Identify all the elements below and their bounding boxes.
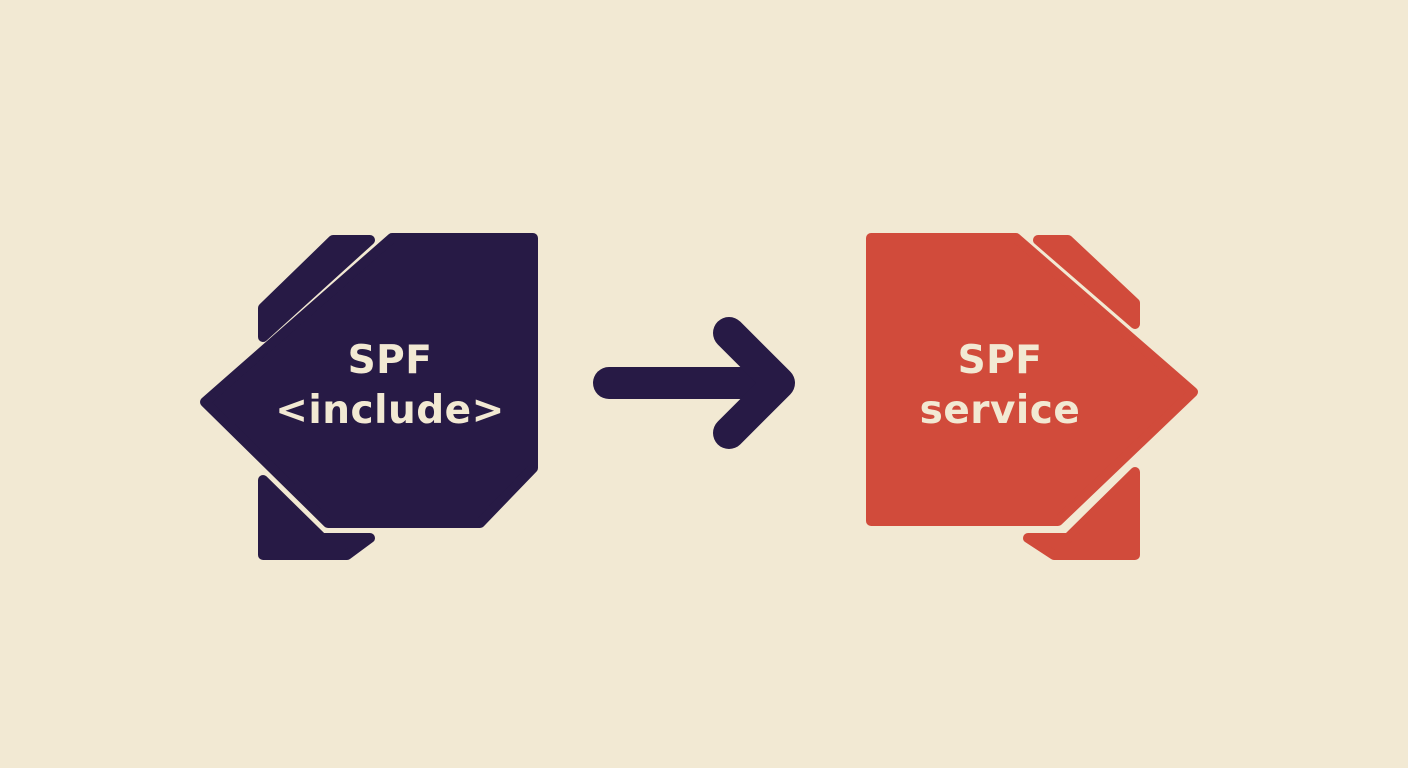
- left-node-back-tab-bottom: [258, 475, 375, 560]
- right-node-subtitle: service: [919, 388, 1081, 433]
- right-node-label: SPF service: [880, 336, 1120, 436]
- left-node-title: SPF: [347, 338, 433, 383]
- arrow-right-icon: [593, 317, 795, 449]
- right-node-title: SPF: [957, 338, 1043, 383]
- right-node-body: [866, 233, 1198, 526]
- left-node-shape: [200, 233, 538, 560]
- right-node-back-tab-top: [1033, 235, 1140, 329]
- left-node-subtitle: <include>: [275, 388, 505, 433]
- right-node-back-tab-bottom: [1023, 467, 1140, 560]
- left-node-label: SPF <include>: [270, 336, 510, 436]
- right-node-shape: [866, 233, 1198, 560]
- left-node-back-tab-top: [258, 235, 375, 342]
- left-node-body: [200, 233, 538, 528]
